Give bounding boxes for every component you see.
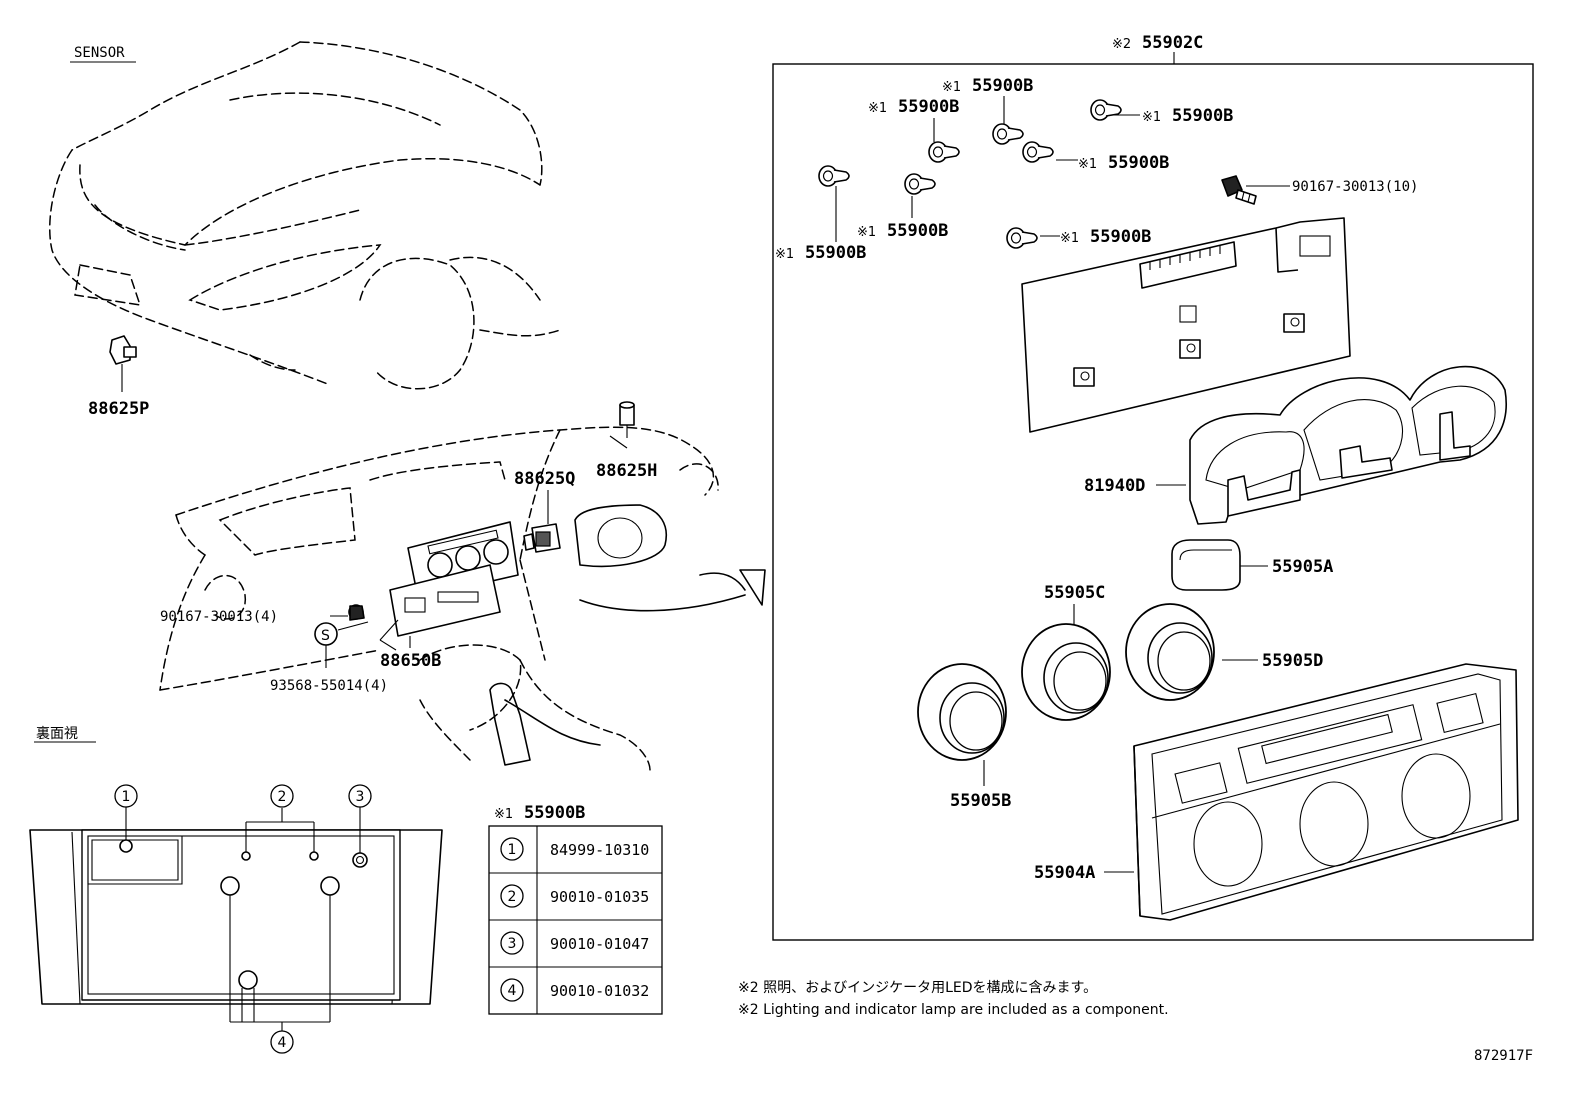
label-bulb-3: 55900B [898, 97, 959, 117]
note-japanese: ※2 照明、およびインジケータ用LEDを構成に含みます。 [738, 980, 1097, 996]
label-90167-10: 90167-30013(10) [1292, 179, 1418, 195]
table-row: 4 90010-01032 [500, 978, 649, 1002]
circuit-board-part [1021, 217, 1351, 433]
knob-55905d-part [1125, 603, 1258, 701]
mark-bulb-3: ※1 [868, 101, 887, 116]
label-bulb-6: 55900B [1108, 153, 1169, 173]
knob-55905c-part [1021, 604, 1111, 721]
mark-55902c: ※2 [1112, 37, 1131, 52]
label-90167-4: 90167-30013(4) [160, 609, 278, 625]
mark-bulb-2: ※1 [857, 225, 876, 240]
table-row: 1 84999-10310 [500, 837, 649, 861]
rear-callout-4-text: 4 [278, 1035, 287, 1051]
label-bulb-2: 55900B [887, 221, 948, 241]
bulb-55900b-4 [992, 96, 1024, 145]
bulb-55900b-5 [1090, 99, 1140, 121]
table-row-part: 90010-01047 [550, 935, 649, 953]
drawing-number: 872917F [1474, 1048, 1533, 1064]
rear-callout-3: 3 [348, 784, 372, 808]
mark-bulb-6: ※1 [1078, 157, 1097, 172]
sensor-heading: SENSOR [74, 45, 125, 61]
table-title: 55900B [524, 803, 585, 823]
mark-bulb-7: ※1 [1060, 231, 1079, 246]
button-55905a-part [1171, 539, 1268, 591]
label-55905a: 55905A [1272, 557, 1333, 577]
bezel-55904a-part [1104, 663, 1519, 921]
label-bulb-5: 55900B [1172, 106, 1233, 126]
note-english: ※2 Lighting and indicator lamp are inclu… [738, 1002, 1169, 1018]
label-81940d: 81940D [1084, 476, 1145, 496]
clip-symbol: S [314, 621, 369, 668]
table-row-part: 90010-01035 [550, 888, 649, 906]
car-front-illustration [49, 41, 561, 390]
table-row: 2 90010-01035 [500, 884, 649, 908]
label-88625h: 88625H [596, 461, 657, 481]
table-row-num: 3 [508, 936, 517, 952]
label-55905c: 55905C [1044, 583, 1105, 603]
label-55902c: 55902C [1142, 33, 1203, 53]
bulb-55900b-1 [818, 165, 850, 242]
rear-view-heading: 裏面視 [36, 725, 78, 742]
dashboard-illustration [159, 426, 766, 771]
screw-90167-10-part [1221, 175, 1290, 205]
label-bulb-1: 55900B [805, 243, 866, 263]
label-88625q: 88625Q [514, 469, 575, 489]
light-guide-81940d-part [1156, 365, 1507, 525]
bulb-55900b-7 [1006, 227, 1060, 249]
mark-bulb-4: ※1 [942, 80, 961, 95]
rear-view-panel [29, 806, 443, 1032]
rear-callout-1-text: 1 [122, 789, 131, 805]
bulb-55900b-3 [928, 118, 960, 163]
knob-55905b-part [917, 663, 1007, 786]
table-title-mark: ※1 [494, 807, 513, 822]
mark-bulb-5: ※1 [1142, 110, 1161, 125]
table-row-part: 84999-10310 [550, 841, 649, 859]
label-bulb-7: 55900B [1090, 227, 1151, 247]
table-row: 3 90010-01047 [500, 931, 649, 955]
screw-90167-4-part [330, 604, 365, 621]
bulb-55900b-2 [904, 173, 936, 218]
climate-unit-88650b [379, 521, 519, 651]
label-bulb-4: 55900B [972, 76, 1033, 96]
sensor-88625q-part [523, 490, 561, 553]
label-55905d: 55905D [1262, 651, 1323, 671]
label-88625p: 88625P [88, 399, 149, 419]
sensor-88625h-part [609, 401, 635, 449]
rear-callout-1: 1 [114, 784, 138, 808]
label-55904a: 55904A [1034, 863, 1095, 883]
bulb-55900b-6 [1022, 141, 1078, 163]
rear-callout-3-text: 3 [356, 789, 365, 805]
table-row-num: 2 [508, 889, 517, 905]
rear-callout-4: 4 [270, 1030, 294, 1054]
exploded-view-frame [772, 63, 1534, 941]
label-88650b: 88650B [380, 651, 441, 671]
clip-symbol-letter: S [321, 628, 330, 644]
label-55905b: 55905B [950, 791, 1011, 811]
table-row-num: 1 [508, 842, 517, 858]
mark-bulb-1: ※1 [775, 247, 794, 262]
label-93568: 93568-55014(4) [270, 678, 388, 694]
rear-callout-2: 2 [270, 784, 294, 808]
table-row-part: 90010-01032 [550, 982, 649, 1000]
sensor-88625p-part [109, 335, 137, 392]
rear-callout-2-text: 2 [278, 789, 287, 805]
table-row-num: 4 [508, 983, 517, 999]
